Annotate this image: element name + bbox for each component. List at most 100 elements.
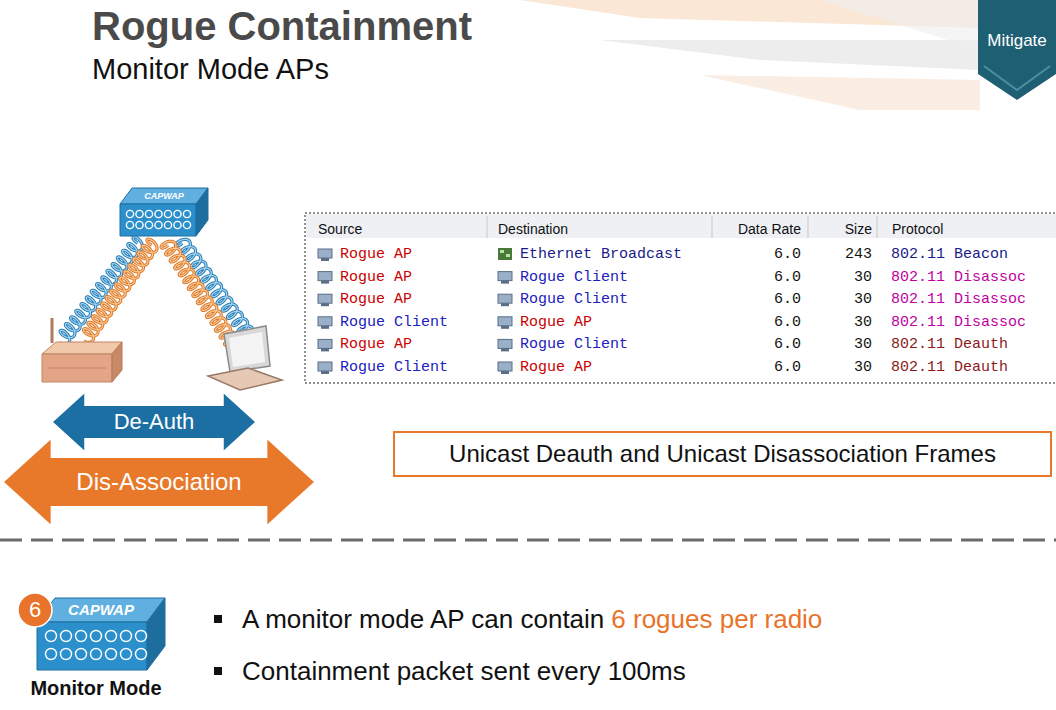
table-cell: Rogue Client <box>520 334 628 356</box>
table-cell: Rogue AP <box>520 312 592 334</box>
header-streaks <box>520 0 980 110</box>
icon-stand <box>501 348 509 351</box>
table-border <box>305 213 1056 383</box>
column-header: Data Rate <box>681 218 801 240</box>
bullet <box>214 615 222 623</box>
antenna-ring <box>145 210 152 217</box>
antenna <box>51 318 54 343</box>
row-icons <box>318 248 512 374</box>
ap-side <box>147 598 165 670</box>
station-icon <box>498 317 512 329</box>
table-cell: Rogue Client <box>340 357 448 379</box>
table-cell: 802.11 Deauth <box>891 357 1008 379</box>
ap-front <box>37 622 147 670</box>
rogue-router <box>42 318 122 382</box>
table-cell: Rogue AP <box>340 267 412 289</box>
station-icon <box>498 339 512 351</box>
table-cell: Rogue AP <box>340 244 412 266</box>
laptop-display <box>229 332 265 367</box>
table-cell: 802.11 Deauth <box>891 334 1008 356</box>
antenna-ring <box>76 631 87 642</box>
badge-shape <box>978 0 1056 100</box>
callout-number: 6 <box>17 592 53 628</box>
table-cell: 243 <box>752 244 872 266</box>
antenna-ring <box>136 649 147 660</box>
antenna-ring <box>183 221 190 228</box>
caption-box: Unicast Deauth and Unicast Disassociatio… <box>393 431 1052 477</box>
table-cell: 6.0 <box>681 334 801 356</box>
node-text: Unicast Deauth and Unicast Disassociatio… <box>393 431 1052 477</box>
table-cell: 802.11 Disassoc <box>891 289 1026 311</box>
table-cell: 6.0 <box>681 289 801 311</box>
node-text: De-Auth <box>52 392 256 452</box>
column-divider <box>808 216 809 238</box>
coil <box>84 239 158 342</box>
station-icon <box>318 249 332 261</box>
icon-stand <box>501 326 509 329</box>
ap-top <box>120 188 208 204</box>
column-header: Size <box>752 218 872 240</box>
node-text: CAPWAP <box>132 189 196 203</box>
table-cell: 30 <box>752 289 872 311</box>
column-divider <box>712 216 713 238</box>
coil-highlight <box>84 239 158 342</box>
antenna-ring <box>61 631 72 642</box>
station-icon <box>318 362 332 374</box>
antenna-ring <box>76 649 87 660</box>
laptop-screen <box>224 326 270 372</box>
slide-title: Rogue Containment <box>92 2 472 50</box>
station-icon <box>318 294 332 306</box>
icon-screen <box>318 294 332 303</box>
antenna-ring <box>61 649 72 660</box>
table-cell: Ethernet Broadcast <box>520 244 682 266</box>
antenna-ring <box>183 210 190 217</box>
icon-stand <box>321 348 329 351</box>
antenna-ring <box>174 221 181 228</box>
icon-stand <box>321 371 329 374</box>
icon-port <box>500 250 504 253</box>
antenna-ring <box>46 631 57 642</box>
antenna-ring <box>136 221 143 228</box>
table-cell: 802.11 Disassoc <box>891 312 1026 334</box>
station-icon <box>498 294 512 306</box>
icon-screen <box>498 362 512 371</box>
bullet-highlight: 6 rogues per radio <box>611 602 822 636</box>
antenna-ring <box>121 649 132 660</box>
antenna-ring <box>145 221 152 228</box>
station-icon <box>318 272 332 284</box>
icon-stand <box>321 326 329 329</box>
icon-screen <box>498 317 512 326</box>
column-header: Protocol <box>892 218 943 240</box>
icon-screen <box>498 339 512 348</box>
table-cell: Rogue Client <box>520 289 628 311</box>
node-text: Mitigate <box>978 26 1056 56</box>
column-divider <box>487 216 488 238</box>
antenna-ring <box>126 221 133 228</box>
double-arrow-shape <box>52 392 256 452</box>
deauth-arrow: De-Auth <box>52 392 256 452</box>
antenna-ring <box>174 210 181 217</box>
capture-table-frame <box>305 213 1056 383</box>
column-header: Source <box>318 218 362 240</box>
icon-port <box>506 254 510 257</box>
ap-side <box>196 188 208 236</box>
icon-stand <box>501 303 509 306</box>
table-cell: 802.11 Beacon <box>891 244 1008 266</box>
table-cell: 30 <box>752 312 872 334</box>
antenna-ring <box>46 649 57 660</box>
station-icon <box>318 339 332 351</box>
station-icon <box>318 317 332 329</box>
antenna-ring <box>121 631 132 642</box>
icon-screen <box>318 339 332 348</box>
icon-screen <box>498 294 512 303</box>
antenna-ring <box>155 221 162 228</box>
router-top <box>42 342 122 354</box>
caption-border <box>394 432 1051 476</box>
callout-circle <box>18 593 52 627</box>
icon-body <box>498 248 512 260</box>
disassociation-arrow: Dis-Association <box>3 438 315 526</box>
icon-stand <box>321 281 329 284</box>
table-cell: Rogue AP <box>340 334 412 356</box>
streak <box>820 0 980 50</box>
table-cell: Rogue Client <box>340 312 448 334</box>
